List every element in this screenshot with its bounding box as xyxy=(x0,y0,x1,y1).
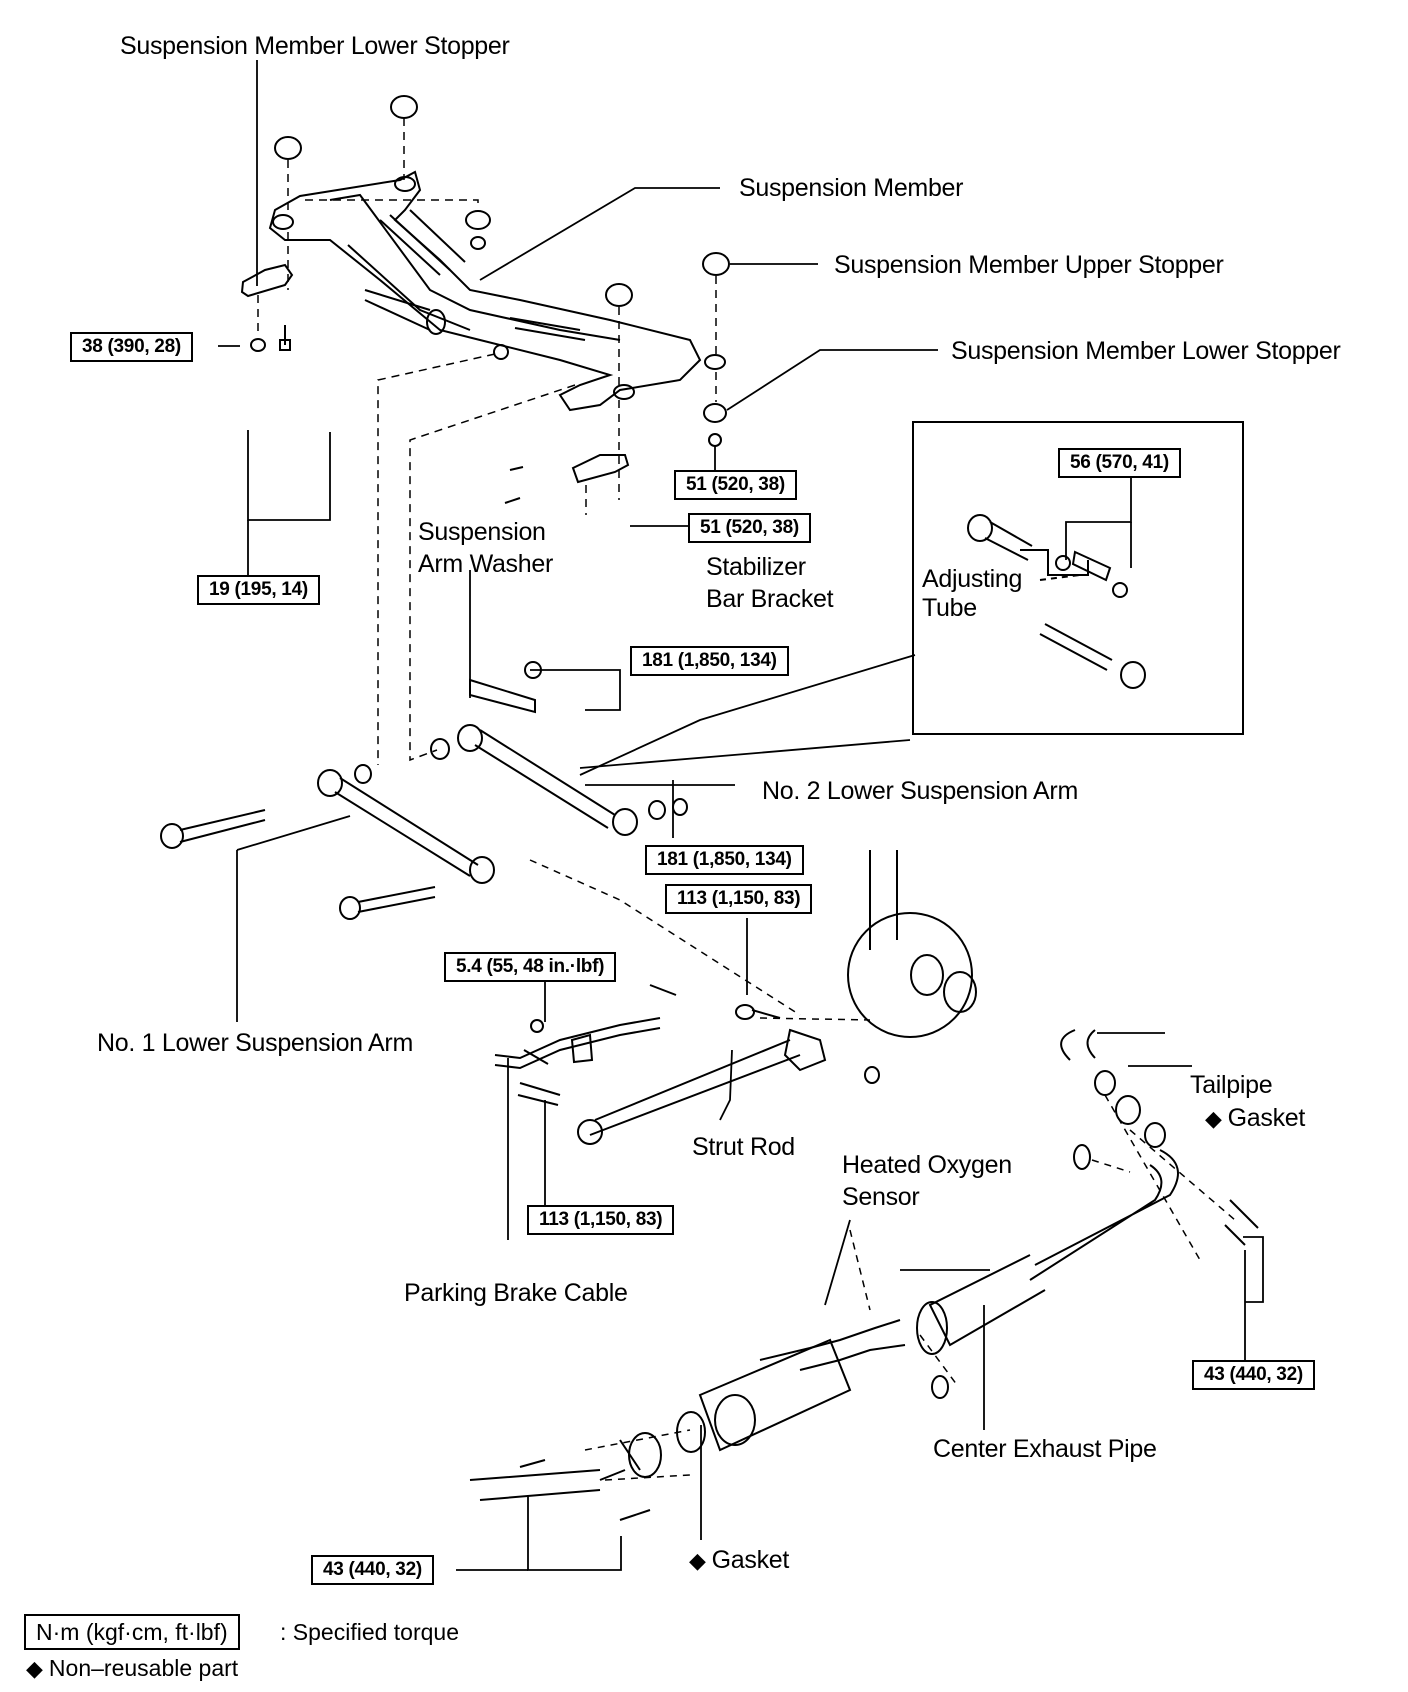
torque-113-a: 113 (1,150, 83) xyxy=(665,884,813,914)
label-adjusting-2: Tube xyxy=(922,594,977,622)
torque-181-a: 181 (1,850, 134) xyxy=(630,646,789,676)
label-no1-arm: No. 1 Lower Suspension Arm xyxy=(97,1029,413,1057)
torque-56: 56 (570, 41) xyxy=(1058,448,1181,478)
label-suspension-member: Suspension Member xyxy=(739,174,964,202)
label-lower-stopper-top: Suspension Member Lower Stopper xyxy=(120,32,510,60)
label-lower-stopper-right: Suspension Member Lower Stopper xyxy=(951,337,1341,365)
torque-43-a: 43 (440, 32) xyxy=(1192,1360,1315,1390)
no2-arm-drawing xyxy=(430,661,688,836)
torque-38: 38 (390, 28) xyxy=(70,332,193,362)
torque-19: 19 (195, 14) xyxy=(197,575,320,605)
legend-non-reusable-text: Non–reusable part xyxy=(48,1655,239,1681)
label-no2-arm: No. 2 Lower Suspension Arm xyxy=(762,777,1078,805)
adjusting-tube-drawing xyxy=(967,514,1146,689)
label-arm-washer-1: Suspension xyxy=(418,518,546,546)
label-gasket-bottom: ◆Gasket xyxy=(689,1545,789,1576)
label-tailpipe: Tailpipe xyxy=(1190,1071,1273,1099)
label-upper-stopper: Suspension Member Upper Stopper xyxy=(834,251,1224,279)
label-oxygen-2: Sensor xyxy=(842,1183,920,1211)
torque-43-b: 43 (440, 32) xyxy=(311,1555,434,1585)
torque-5-4: 5.4 (55, 48 in.·lbf) xyxy=(444,952,617,982)
label-oxygen-1: Heated Oxygen xyxy=(842,1151,1012,1179)
label-adjusting-1: Adjusting xyxy=(922,565,1023,593)
stopper-parts xyxy=(240,95,730,484)
guide-dashes xyxy=(257,118,717,765)
label-gasket-top: ◆Gasket xyxy=(1205,1103,1305,1134)
bolts xyxy=(504,466,1259,1521)
torque-51-a: 51 (520, 38) xyxy=(674,470,797,500)
gasket-bottom-text: Gasket xyxy=(711,1546,790,1574)
legend-torque-desc: : Specified torque xyxy=(280,1619,460,1645)
leader-lines xyxy=(218,60,1264,1571)
non-reusable-diamond-icon: ◆ xyxy=(689,1548,706,1573)
detail-inset xyxy=(912,421,1244,735)
label-arm-washer-2: Arm Washer xyxy=(418,550,553,578)
exhaust-guide-dashes xyxy=(529,859,1236,1481)
torque-51-b: 51 (520, 38) xyxy=(688,513,811,543)
non-reusable-diamond-icon: ◆ xyxy=(26,1656,43,1681)
strut-hub-drawing xyxy=(494,850,977,1145)
non-reusable-diamond-icon: ◆ xyxy=(1205,1106,1222,1131)
exhaust-drawing xyxy=(469,1029,1179,1501)
suspension-member-drawing xyxy=(268,170,726,412)
no1-arm-drawing xyxy=(160,764,495,920)
label-center-pipe: Center Exhaust Pipe xyxy=(933,1435,1157,1463)
torque-113-b: 113 (1,150, 83) xyxy=(527,1205,675,1235)
label-stabilizer-1: Stabilizer xyxy=(706,553,806,581)
label-parking-brake: Parking Brake Cable xyxy=(404,1279,628,1307)
label-strut-rod: Strut Rod xyxy=(692,1133,795,1161)
label-stabilizer-2: Bar Bracket xyxy=(706,585,834,613)
legend-torque-unit: N·m (kgf·cm, ft·lbf) xyxy=(24,1614,240,1650)
gasket-top-text: Gasket xyxy=(1227,1104,1306,1132)
torque-181-b: 181 (1,850, 134) xyxy=(645,845,804,875)
legend-non-reusable: ◆Non–reusable part xyxy=(26,1652,238,1685)
